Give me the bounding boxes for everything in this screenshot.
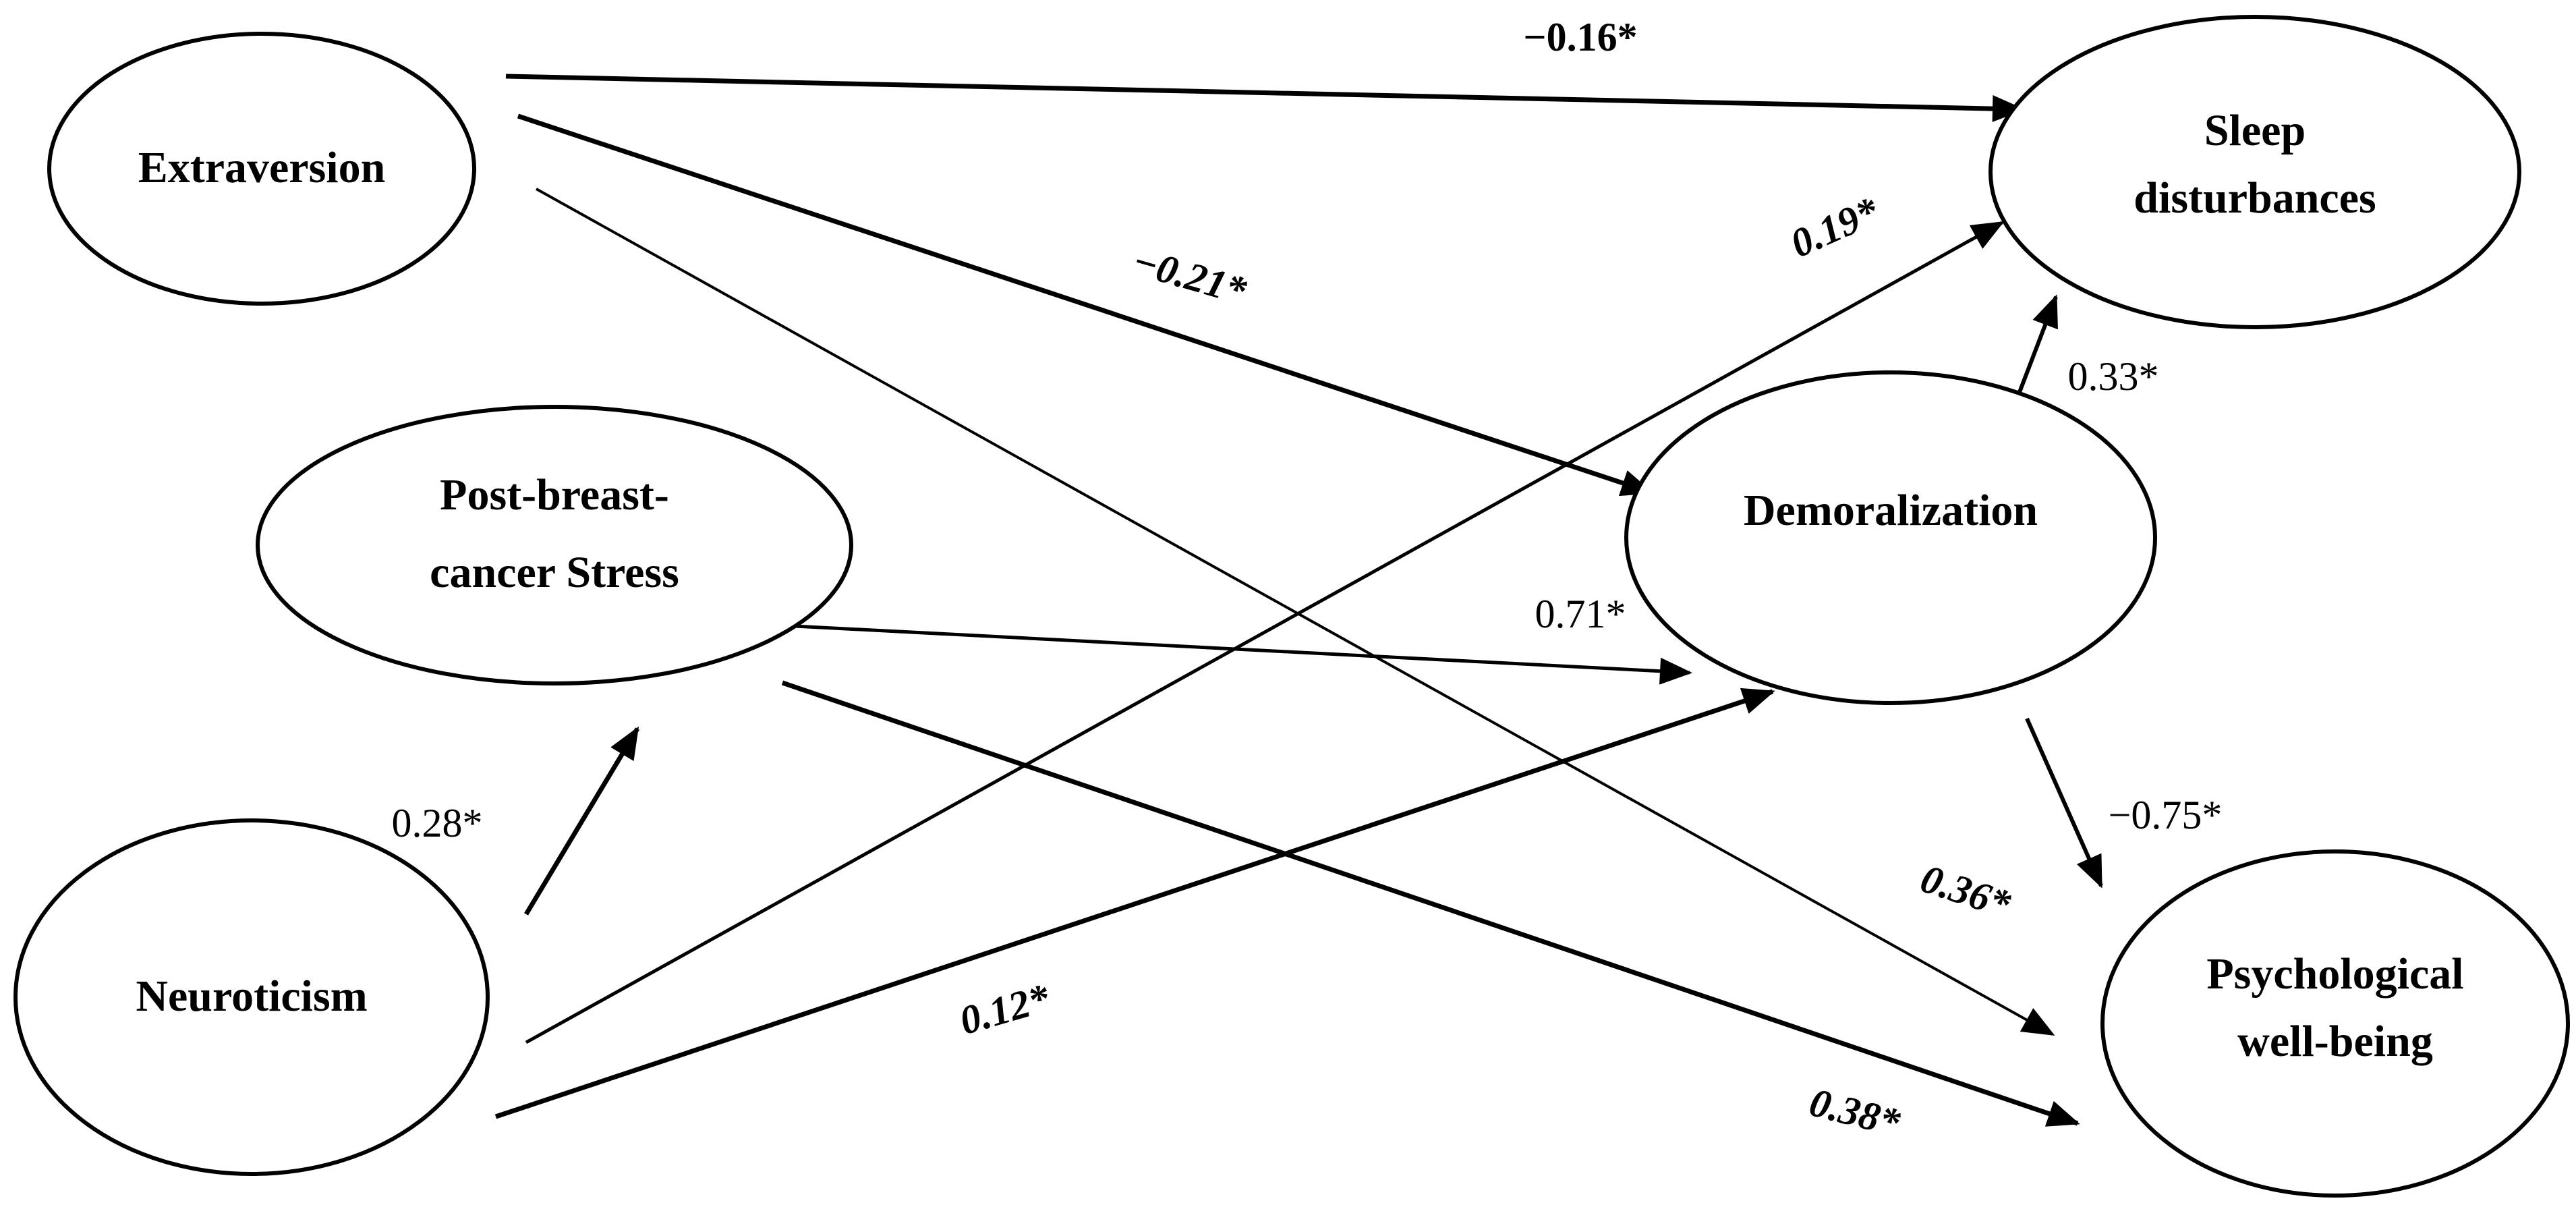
coef-demoralization-wellbeing: −0.75* [2109, 793, 2223, 837]
node-wellbeing-shape [2100, 849, 2570, 1198]
edge-extraversion-to-sleep [505, 74, 2025, 123]
edges [494, 74, 2103, 1127]
svg-text:Sleep: Sleep [2204, 106, 2306, 155]
node-wellbeing: Psychological well-being [2100, 849, 2570, 1198]
coef-neuroticism-sleep: 0.19* [1784, 188, 1886, 267]
node-demoralization-label-line-1: Demoralization [1744, 486, 2038, 535]
coef-extraversion-wellbeing: 0.36* [1916, 856, 2017, 927]
node-sleep: Sleep disturbances [1988, 15, 2521, 329]
node-stress: Post-breast- cancer Stress [256, 405, 853, 685]
node-wellbeing-label-line-2: well-being [2237, 1017, 2433, 1066]
edge-stress-to-demoralization [794, 624, 1692, 685]
node-sleep-label-line-2: disturbances [2134, 173, 2376, 223]
edge-stress-to-wellbeing [781, 680, 2080, 1127]
svg-text:cancer Stress: cancer Stress [430, 548, 679, 597]
coef-extraversion-sleep: −0.16* [1523, 15, 1637, 59]
node-stress-shape [256, 405, 853, 685]
edge-neuroticism-to-stress [523, 726, 640, 916]
node-extraversion-shape [47, 32, 476, 306]
svg-text:Demoralization: Demoralization [1744, 486, 2038, 535]
edge-extraversion-to-wellbeing [536, 188, 2055, 1036]
svg-text:well-being: well-being [2237, 1017, 2433, 1066]
node-neuroticism-shape [13, 818, 490, 1176]
svg-text:Neuroticism: Neuroticism [136, 972, 367, 1021]
svg-text:Psychological: Psychological [2206, 949, 2463, 999]
coef-neuroticism-stress: 0.28* [392, 801, 483, 845]
coef-demoralization-sleep: 0.33* [2068, 354, 2159, 399]
edge-neuroticism-to-demoralization [494, 688, 1775, 1119]
coef-extraversion-demoralization: −0.21* [1128, 238, 1252, 313]
node-sleep-shape [1988, 15, 2521, 329]
coef-stress-demoralization: 0.71* [1535, 592, 1626, 636]
coef-stress-wellbeing: 0.38* [1805, 1080, 1905, 1145]
node-extraversion: Extraversion [47, 32, 476, 306]
coef-neuroticism-demoralization: 0.12* [955, 975, 1056, 1043]
svg-text:Post-breast-: Post-breast- [440, 470, 669, 520]
node-neuroticism: Neuroticism [13, 818, 490, 1176]
node-stress-label-line-1: Post-breast- [440, 470, 669, 520]
svg-text:Extraversion: Extraversion [138, 143, 386, 192]
edge-neuroticism-to-sleep [525, 221, 2005, 1044]
node-sleep-label-line-1: Sleep [2204, 106, 2306, 155]
svg-text:disturbances: disturbances [2134, 173, 2376, 223]
edge-demoralization-to-wellbeing [2025, 717, 2103, 889]
node-demoralization-shape [1624, 370, 2157, 705]
node-extraversion-label-line-1: Extraversion [138, 143, 386, 192]
node-demoralization: Demoralization [1624, 370, 2157, 705]
node-wellbeing-label-line-1: Psychological [2206, 949, 2463, 999]
node-stress-label-line-2: cancer Stress [430, 548, 679, 597]
edge-extraversion-to-demoralization [517, 113, 1654, 497]
node-neuroticism-label-line-1: Neuroticism [136, 972, 367, 1021]
